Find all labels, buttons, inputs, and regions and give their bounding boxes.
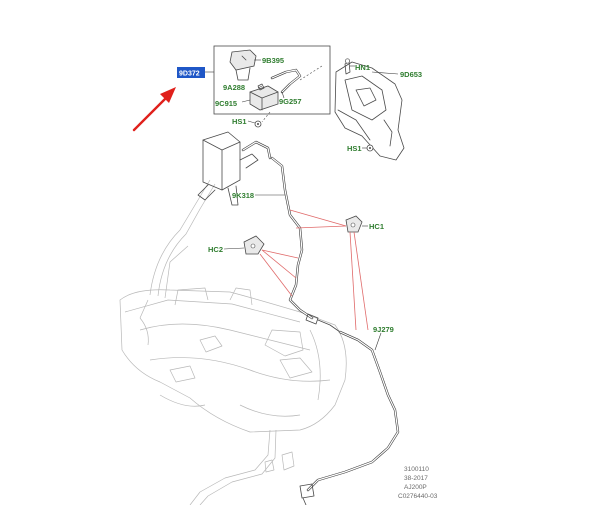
callout-9j279[interactable]: 9J279 [373,325,394,334]
ref-line-2: 38-2017 [404,475,428,482]
tank-feed-pipes [189,429,295,505]
callout-9a288[interactable]: 9A288 [223,83,245,92]
callout-hc2[interactable]: HC2 [208,245,223,254]
callout-hc1[interactable]: HC1 [369,222,384,231]
callout-hn1[interactable]: HN1 [355,63,370,72]
purge-valve-inset [213,45,331,123]
red-arrow-icon [132,87,176,132]
callout-9b395[interactable]: 9B395 [262,56,284,65]
callout-leaders [223,59,399,351]
callout-hs1-top[interactable]: HS1 [232,117,247,126]
callout-9d653[interactable]: 9D653 [400,70,422,79]
callout-9g257[interactable]: 9G257 [279,97,302,106]
callout-9c915[interactable]: 9C915 [215,99,237,108]
ref-line-1: 3100110 [404,466,429,473]
ref-line-3: AJ200P [404,484,427,491]
fuel-tank [119,287,347,433]
filler-lines [139,179,216,319]
ref-line-4: C0276440-03 [398,493,438,500]
clip-leaders [259,209,369,331]
callout-hs1-right[interactable]: HS1 [347,144,362,153]
callout-labels: 9B395 9A288 9G257 9C915 HS1 HN1 9D653 HS… [208,56,422,334]
vapor-line-9k318 [270,156,341,333]
highlighted-part-label[interactable]: 9D372 [177,67,214,78]
highlight-text: 9D372 [179,71,200,78]
callout-9k318[interactable]: 9K318 [232,191,254,200]
reference-block: 3100110 38-2017 AJ200P C0276440-03 [398,466,438,500]
canister-tube [241,140,272,160]
clip-hc2 [243,235,265,255]
evap-canister [197,131,259,206]
fastener-hs1-top [254,120,262,128]
line-9j279 [299,330,400,505]
clip-hc1 [345,215,363,233]
bracket-9d653 [334,58,405,161]
